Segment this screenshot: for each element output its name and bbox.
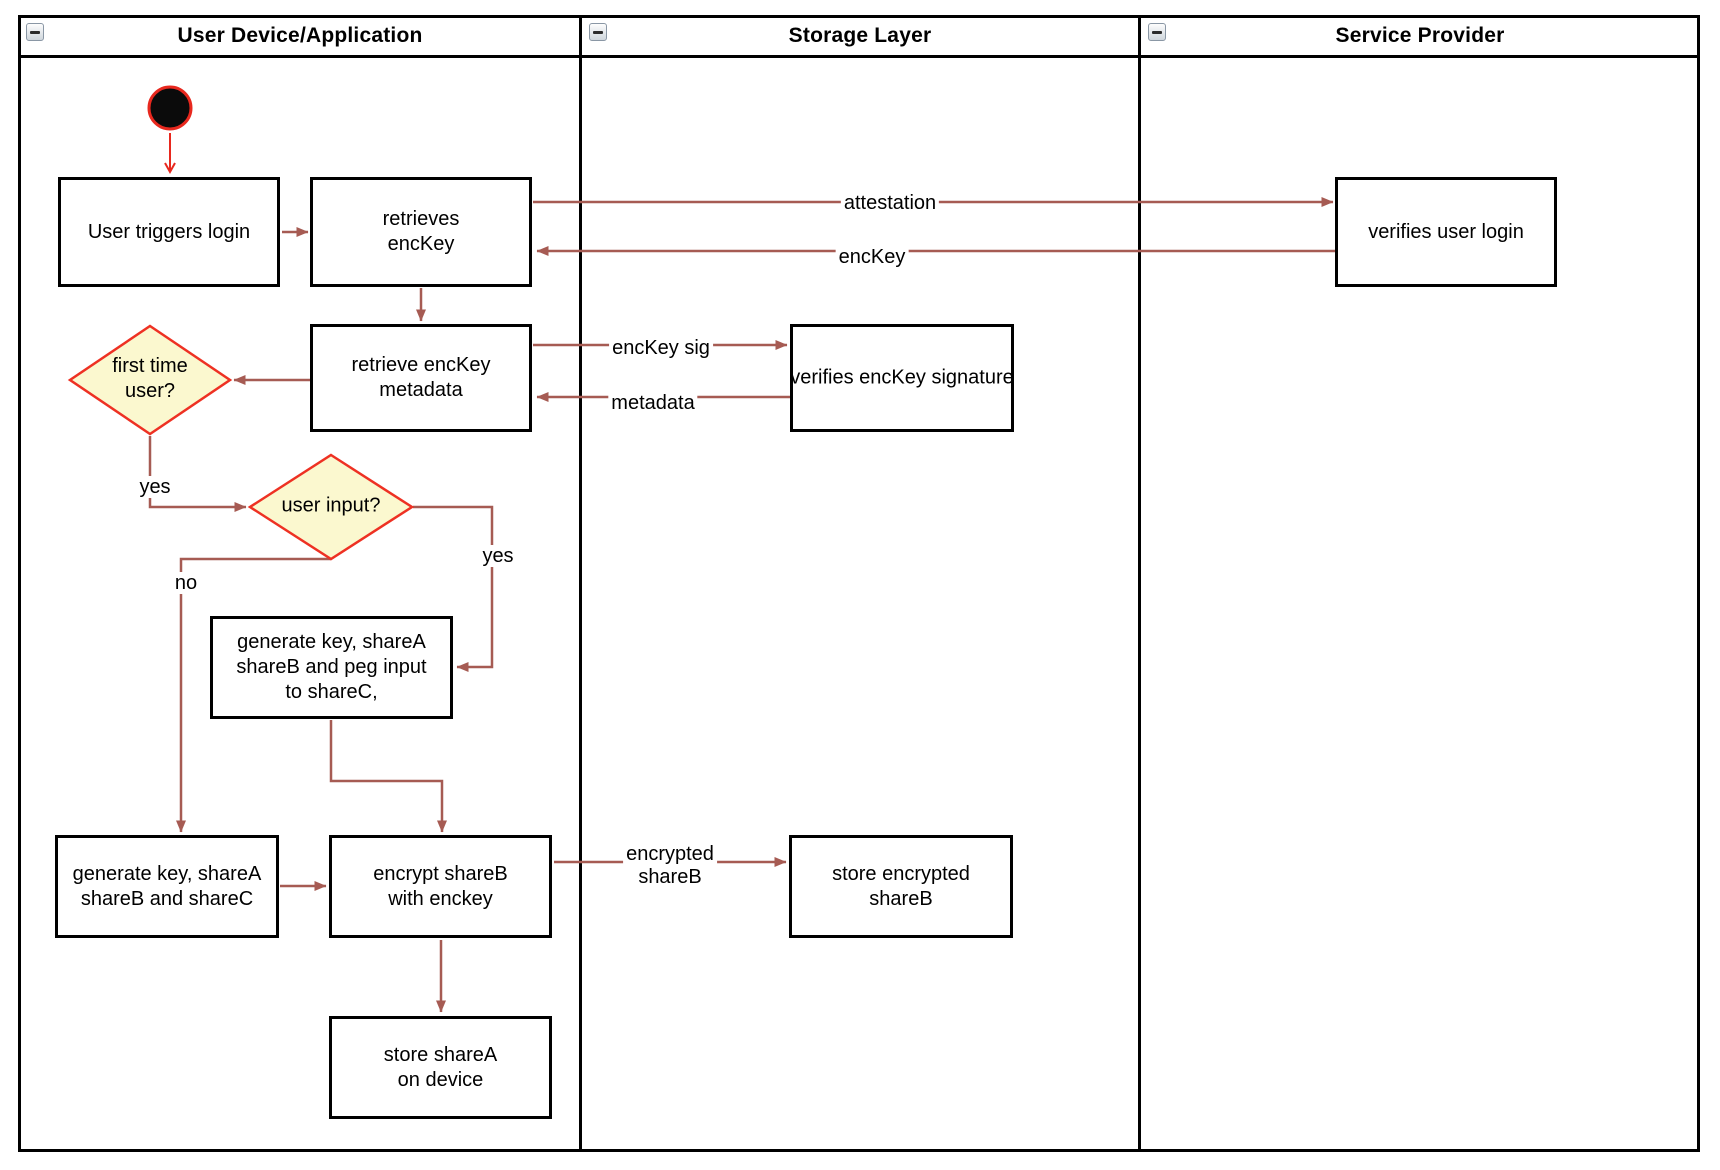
node-verifies-enckey-signature[interactable]: verifies encKey signature [790, 324, 1014, 432]
node-store-sharea-on-device[interactable]: store shareA on device [329, 1016, 552, 1119]
lane-header-underline [18, 55, 1700, 58]
decision-first-time-user-label: first time user? [112, 355, 188, 402]
collapse-icon[interactable] [589, 23, 607, 41]
diagram-outer-border [18, 15, 1700, 1152]
minus-icon [30, 30, 40, 34]
edge-firsttime-yes [148, 436, 247, 512]
node-encrypt-shareb[interactable]: encrypt shareB with enckey [329, 835, 552, 938]
node-generate-key-peg-input[interactable]: generate key, shareA shareB and peg inpu… [210, 616, 453, 719]
edge-userinput-yes [413, 505, 494, 672]
node-store-encrypted-shareb[interactable]: store encrypted shareB [789, 835, 1013, 938]
node-generate-key-peg-input-label: generate key, shareA shareB and peg inpu… [236, 631, 427, 703]
node-user-triggers-login-label: User triggers login [87, 220, 251, 243]
edge-peg-to-encrypt [329, 720, 447, 833]
node-generate-key-sharec[interactable]: generate key, shareA shareB and shareC [55, 835, 279, 938]
lane-divider-2 [1138, 15, 1141, 1152]
edge-label-attestation: attestation [840, 192, 940, 214]
node-verifies-user-login-label: verifies user login [1368, 220, 1524, 243]
lane-title-storage-layer: Storage Layer [788, 24, 932, 47]
edge-label-metadata: metadata [608, 392, 698, 414]
node-verifies-enckey-signature-label: verifies encKey signature [790, 366, 1014, 389]
node-store-encrypted-shareb-label: store encrypted shareB [832, 862, 970, 910]
lane-divider-1 [579, 15, 582, 1152]
node-generate-key-sharec-label: generate key, shareA shareB and shareC [72, 862, 262, 910]
edge-label-encrypted-shareb: encrypted shareB [623, 843, 717, 889]
node-user-triggers-login[interactable]: User triggers login [58, 177, 280, 287]
node-encrypt-shareb-label: encrypt shareB with enckey [373, 862, 508, 910]
edge-label-yes-first-time: yes [136, 476, 174, 498]
node-verifies-user-login[interactable]: verifies user login [1335, 177, 1557, 287]
decision-user-input-label: user input? [281, 494, 381, 517]
edge-userinput-no [176, 557, 331, 833]
lane-title-user-device: User Device/Application [177, 24, 423, 47]
edge-label-enckey: encKey [835, 246, 909, 268]
collapse-icon[interactable] [26, 23, 44, 41]
edge-label-yes-user-input: yes [479, 545, 517, 567]
edge-label-enckey-sig: encKey sig [609, 337, 713, 359]
minus-icon [593, 30, 603, 34]
collapse-icon[interactable] [1148, 23, 1166, 41]
decision-first-time-user[interactable] [67, 324, 233, 436]
lane-title-service-provider: Service Provider [1335, 24, 1505, 47]
node-store-sharea-on-device-label: store shareA on device [383, 1043, 498, 1091]
node-retrieve-enckey-metadata-label: retrieve encKey metadata [351, 354, 491, 401]
node-retrieves-enckey-label: retrieves encKey [382, 208, 460, 255]
edge-label-no-user-input: no [171, 572, 201, 594]
node-retrieves-enckey[interactable]: retrieves encKey [310, 177, 532, 287]
start-node[interactable] [147, 85, 193, 131]
minus-icon [1152, 30, 1162, 34]
decision-user-input[interactable] [247, 453, 415, 561]
node-retrieve-enckey-metadata[interactable]: retrieve encKey metadata [310, 324, 532, 432]
